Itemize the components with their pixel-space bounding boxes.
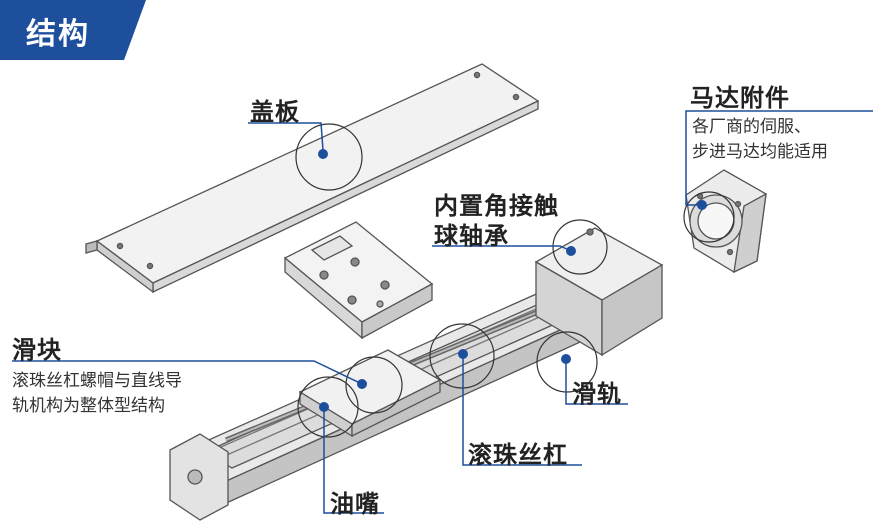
callout-circles (295, 123, 735, 438)
label-motor-desc-1: 各厂商的伺服、 (692, 117, 811, 137)
motor-flange-drawing (685, 169, 767, 274)
label-cover: 盖板 (250, 98, 300, 126)
callout-bearing (552, 219, 608, 275)
label-bearing-1: 内置角接触 (434, 192, 559, 220)
title-banner (0, 0, 146, 60)
label-screw: 滚珠丝杠 (468, 441, 568, 469)
leader-lines (12, 110, 873, 514)
label-slider: 滑块 (12, 336, 62, 364)
slider-block-drawing (283, 221, 434, 340)
label-motor: 马达附件 (690, 84, 790, 112)
callout-nozzle (297, 376, 359, 438)
label-slider-desc-1: 滚珠丝杠螺帽与直线导 (12, 371, 182, 391)
callout-rail (536, 331, 598, 393)
label-bearing-2: 球轴承 (434, 222, 509, 250)
callout-screw (429, 323, 495, 389)
actuator-body-drawing (169, 227, 664, 521)
label-slider-desc-2: 轨机构为整体型结构 (12, 396, 165, 416)
callout-cover (295, 123, 363, 191)
label-rail: 滑轨 (572, 380, 622, 408)
callout-motor (683, 191, 735, 243)
label-motor-desc-2: 步进马达均能适用 (692, 142, 828, 162)
cover-plate-drawing (85, 63, 540, 294)
label-nozzle: 油嘴 (330, 490, 380, 518)
page-title: 结构 (26, 17, 90, 52)
callout-slider (345, 356, 403, 414)
